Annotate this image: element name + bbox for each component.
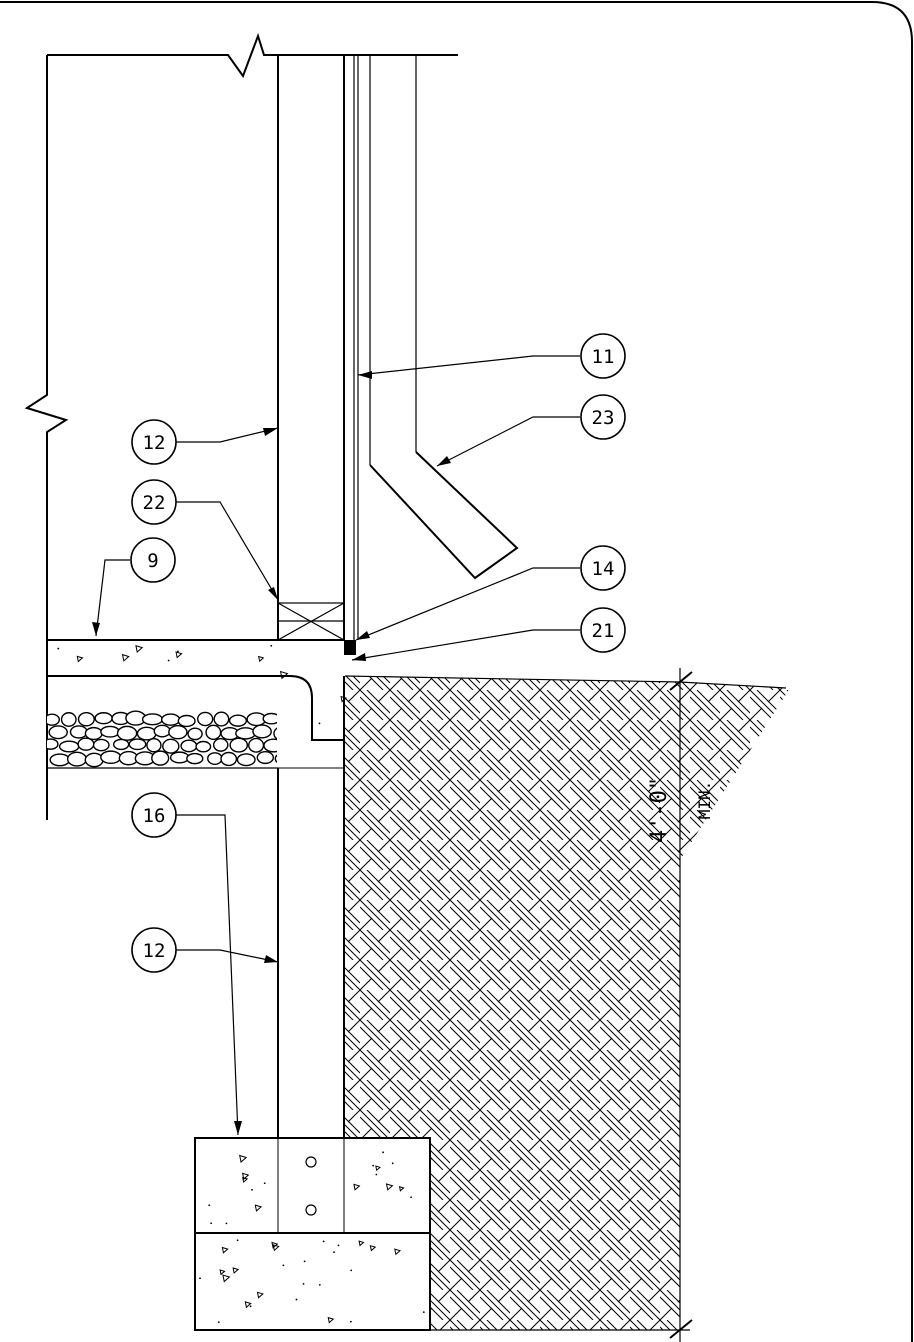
floor-break-line [24,55,69,820]
callout-9-label: 9 [147,550,158,572]
callout-23-label: 23 [592,407,615,429]
callout-12-lower-label: 12 [143,940,166,962]
callout-16-label: 16 [143,805,166,827]
callout-11-label: 11 [592,346,615,368]
concrete-aggregate [57,644,425,1324]
callout-12-upper-label: 12 [143,432,166,454]
leaders [92,355,580,1136]
callout-12-lower: 12 [131,927,177,973]
callout-22: 22 [131,479,177,525]
sill-sealer [344,640,356,655]
soil-hatch [345,676,790,1330]
callout-11: 11 [580,333,626,379]
callout-16: 16 [131,792,177,838]
callout-21-label: 21 [592,620,615,642]
callout-23: 23 [580,394,626,440]
dimension-note: MIN. [695,781,714,820]
callout-22-label: 22 [143,492,166,514]
callout-14: 14 [580,545,626,591]
gravel-base [47,710,277,768]
callout-21: 21 [580,607,626,653]
callout-9: 9 [130,537,176,583]
dimension-value: 4'-0" [647,777,672,843]
callout-12-upper: 12 [131,419,177,465]
top-break-line [47,32,458,79]
downspout-elbow [369,451,519,580]
rebar-lower [305,1204,317,1216]
callout-14-label: 14 [592,558,615,580]
rebar-upper [305,1156,317,1168]
concrete-slab [47,639,344,741]
depth-dimension: 4'-0" MIN. [430,668,714,1342]
